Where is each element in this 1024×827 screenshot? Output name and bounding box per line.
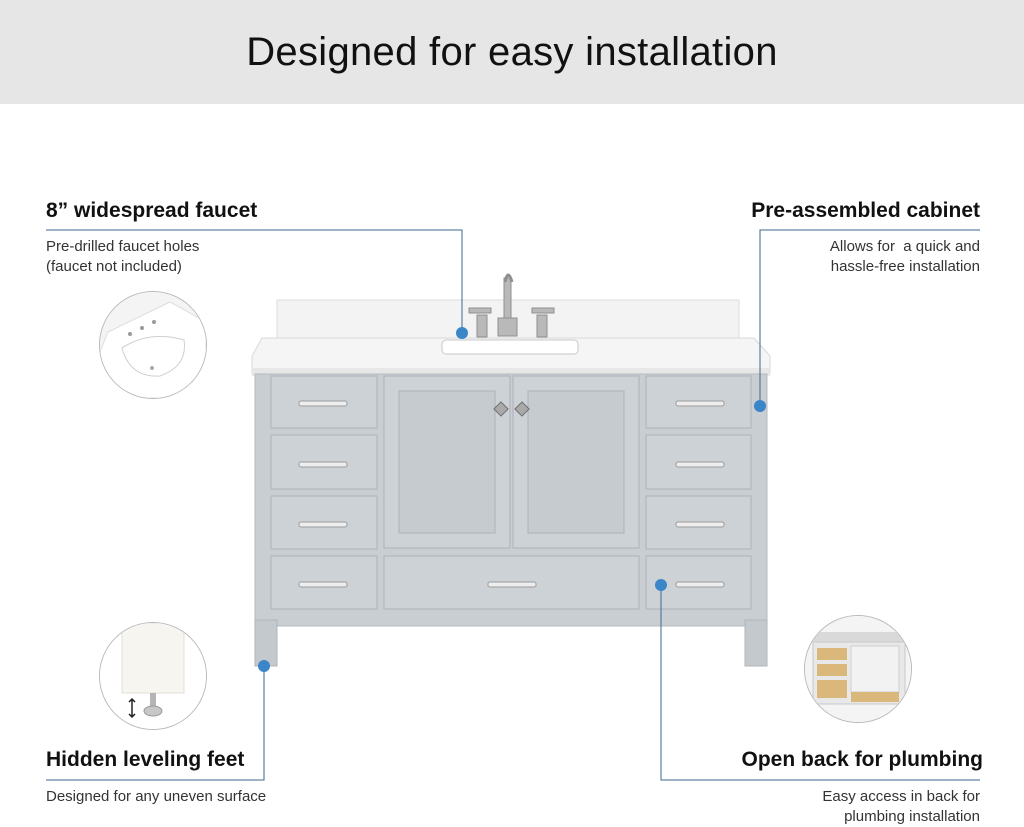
- sink-detail-thumbnail: [99, 291, 207, 399]
- leveling-feet-detail-thumbnail: [99, 622, 207, 730]
- plumbing-desc-line-2: plumbing installation: [844, 808, 980, 825]
- feet-feature-desc: Designed for any uneven surface: [46, 787, 266, 807]
- leveling-feet-image: [100, 623, 206, 729]
- center-doors: [383, 375, 640, 549]
- left-drawer-handles: [298, 400, 348, 588]
- page-title: Designed for easy installation: [246, 30, 778, 74]
- leg-front-right: [744, 619, 768, 667]
- header-banner: Designed for easy installation: [0, 0, 1024, 104]
- faucet-feature-title: 8” widespread faucet: [46, 199, 258, 222]
- center-drawer-handle: [487, 581, 537, 588]
- sink-detail-image: [100, 292, 206, 398]
- plumbing-feature-desc: Easy access in back for plumbing install…: [822, 787, 980, 827]
- door-knobs: [493, 401, 530, 417]
- sink-basin: [441, 339, 579, 355]
- plumbing-desc-line-1: Easy access in back for: [822, 788, 980, 805]
- right-drawer-handles: [675, 400, 725, 588]
- leg-front-left: [254, 619, 278, 667]
- countertop-edge: [252, 368, 770, 376]
- feet-desc-line-1: Designed for any uneven surface: [46, 788, 267, 805]
- open-back-image: [805, 616, 911, 722]
- cabinet-feature-title: Pre-assembled cabinet: [751, 199, 980, 222]
- faucet: [468, 273, 555, 338]
- open-back-detail-thumbnail: [804, 615, 912, 723]
